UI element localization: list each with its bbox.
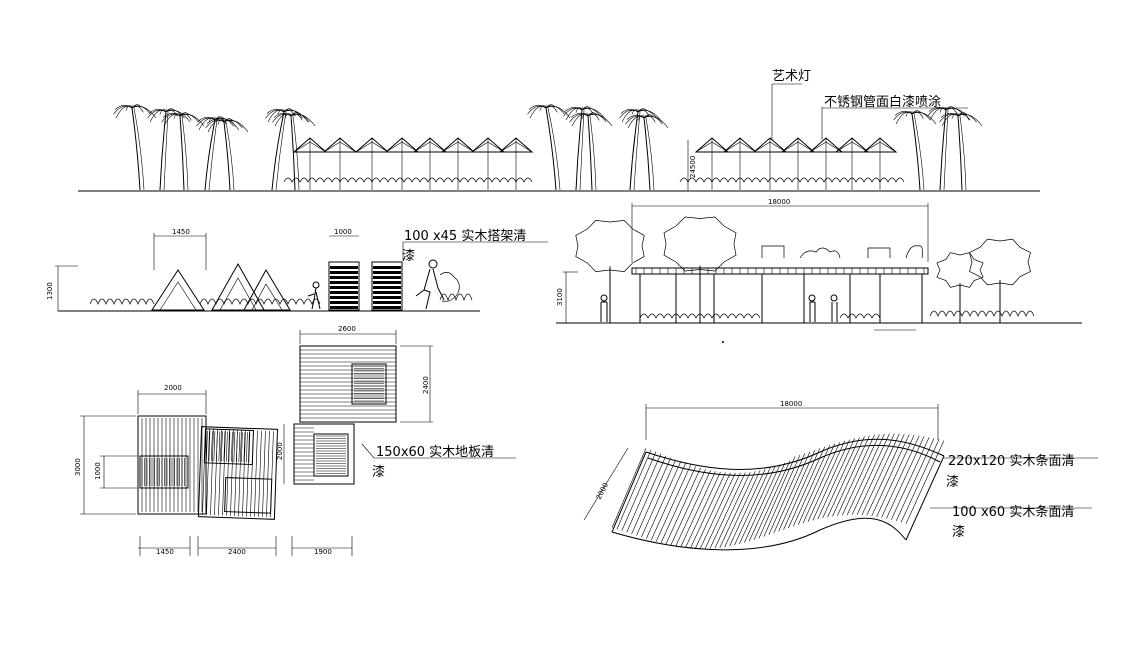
pergola-figures [600, 294, 838, 322]
top-height-dim-text: 24500 [689, 156, 697, 178]
palm-trees [113, 104, 983, 191]
top-shrubs [283, 177, 905, 183]
tent-width-dim-text: 1450 [172, 228, 190, 236]
bench-depth-text: 2000 [595, 481, 610, 500]
wood-frame-label-1: 100 x45 实木搭架清 [404, 228, 526, 244]
floor-board-label-2: 漆 [372, 464, 385, 480]
bench-ends [611, 451, 945, 541]
pergola-shrubs [639, 310, 1035, 319]
frame-leader [402, 241, 548, 261]
box-width-dim-text: 1000 [334, 228, 352, 236]
curved-bench-plan: 18000 2000 220x120 实木条面清 漆 100 x60 实木条面清… [583, 400, 1098, 551]
top-elevation: 24500 艺术灯 不锈钢管面白漆喷涂 [78, 69, 1040, 192]
deck-top-height-text: 2400 [422, 376, 430, 394]
slat-box-right [371, 261, 403, 311]
deck-top-width-text: 2600 [338, 325, 356, 333]
deck-left-outline [137, 415, 207, 515]
tent-height-dim-text: 1300 [46, 282, 54, 300]
deck-second [197, 426, 279, 520]
bench-outer-edge [645, 438, 945, 470]
tent-box-elevation: 1300 1450 1000 [46, 228, 548, 312]
deck-plans: 2600 2400 2000 2000 3000 1000 [74, 325, 516, 556]
walking-figure [415, 259, 460, 310]
bench-depth-dim [583, 447, 629, 521]
deck-top-outline [299, 345, 397, 423]
bench-width-text: 18000 [780, 400, 802, 408]
bottom-dim-1-text: 1450 [156, 548, 174, 556]
floor-board-label-1: 150x60 实木地板清 [376, 445, 494, 460]
bench-slats [611, 433, 945, 549]
bottom-dims [138, 536, 353, 556]
deck-top-inset [351, 363, 387, 405]
deck-left-width-text: 2000 [164, 384, 182, 392]
steel-pipe-label: 不锈钢管面白漆喷涂 [824, 94, 941, 110]
pergola-structure [631, 245, 929, 323]
pergola-width-dim-text: 18000 [768, 198, 790, 206]
deck-left-inner-text: 1000 [94, 462, 102, 480]
bottom-dim-3-text: 1900 [314, 548, 332, 556]
deck-left-inset [139, 455, 189, 489]
bench-slat-label-2: 漆 [952, 524, 965, 540]
bench-top-label-2: 漆 [946, 474, 959, 490]
bench-inner-edge [611, 517, 907, 551]
wood-frame-label-2: 漆 [402, 248, 415, 264]
deck-left-height-text: 3000 [74, 458, 82, 476]
deck-mid-outline [293, 423, 355, 485]
pergola-dot [722, 341, 724, 343]
art-lamp-label: 艺术灯 [772, 69, 811, 84]
floor-leader [361, 443, 516, 459]
bench-outer-edge-2 [647, 444, 941, 476]
deck-mid-inset [313, 433, 349, 477]
mid-left-shrubs [89, 293, 473, 305]
bench-slat-label-1: 100 x60 实木条面清 [952, 504, 1074, 520]
slat-box-left [328, 261, 360, 311]
child-figure [307, 281, 321, 310]
pergola-height-dim-text: 3100 [556, 288, 564, 306]
bench-top-label-1: 220x120 实木条面清 [948, 453, 1074, 469]
bottom-dim-2-text: 2400 [228, 548, 246, 556]
deck-mid-height-text: 2000 [276, 442, 284, 460]
a-frame-tents [151, 262, 291, 311]
pergola-elevation: 18000 3100 [556, 198, 1082, 343]
round-trees [575, 216, 1031, 323]
